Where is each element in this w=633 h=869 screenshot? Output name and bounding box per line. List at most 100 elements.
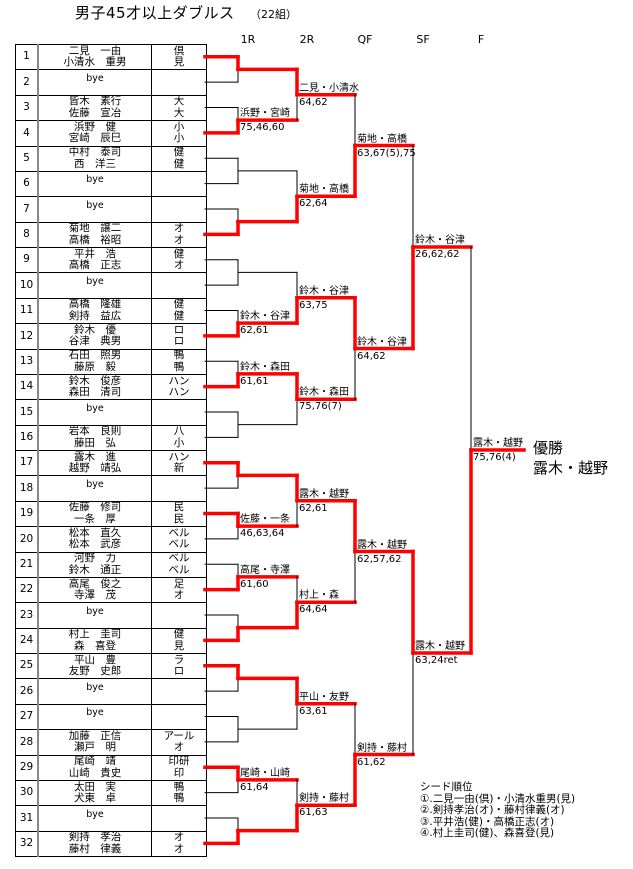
club-name: 大 [173, 95, 185, 108]
match-score-2r: 62,61 [299, 502, 328, 514]
match-score-qf: 61,62 [357, 756, 386, 768]
player-name: 一条 厚 [74, 512, 116, 525]
entry-players: bye [37, 170, 152, 198]
player-name: 藤村 律義 [68, 842, 122, 855]
club-name: 見 [173, 56, 185, 69]
club-name: 八 [173, 425, 185, 438]
winner-name-2r: 鈴木・森田 [299, 387, 349, 399]
club-name: ラ [173, 653, 185, 666]
player-name: 山崎 貴史 [68, 766, 122, 779]
bye-label: bye [86, 275, 104, 287]
match-score-2r: 63,75 [299, 299, 328, 311]
club-name: オ [173, 741, 185, 754]
bye-label: bye [86, 707, 104, 719]
champion-box: 優勝 露木・越野 [533, 438, 608, 478]
bye-label: bye [86, 605, 104, 617]
club-name: 鴨 [173, 780, 185, 793]
entry-players: 村上 圭司森 喜登 [37, 627, 152, 655]
club-name: 鴨 [173, 349, 185, 362]
winner-name-qf: 鈴木・谷津 [357, 336, 407, 348]
entry-players: 鈴木 俊彦森田 清司 [37, 373, 152, 401]
club-name: 印 [173, 766, 185, 779]
entry-number: 20 [15, 526, 39, 553]
round-label-f: F [477, 33, 485, 46]
club-name: 民 [173, 501, 185, 514]
club-name: 小 [173, 436, 185, 449]
player-name: 二見 一由 [68, 44, 122, 57]
entry-players: bye [37, 678, 152, 705]
champion-title: 優勝 [533, 439, 564, 457]
bye-label: bye [86, 174, 104, 186]
entry-clubs [151, 703, 207, 731]
player-name: 中村 泰司 [68, 146, 122, 159]
entry-clubs [151, 170, 207, 198]
player-name: 加藤 正信 [68, 729, 122, 742]
winner-name-1r: 鈴木・森田 [240, 361, 290, 373]
entry-number: 21 [15, 551, 39, 578]
seed-item: ②.剣持孝治(オ)・藤村律義(オ) [420, 804, 565, 816]
bye-label: bye [86, 199, 104, 211]
club-name: 健 [173, 146, 185, 159]
match-score-2r: 63,61 [299, 705, 328, 717]
club-name: ベル [168, 552, 190, 565]
player-name: 西 洋三 [74, 157, 116, 170]
player-name: 浜野 健 [74, 120, 116, 133]
player-name: 鈴木 俊彦 [68, 374, 122, 387]
entry-players: 剣持 孝治藤村 律義 [37, 830, 152, 858]
player-name: 石田 照男 [68, 349, 122, 362]
entry-clubs: アールオ [151, 729, 207, 756]
winner-name-qf: 菊地・高橋 [357, 133, 407, 145]
entry-clubs: ハン新 [151, 449, 207, 477]
match-score-2r: 62,64 [299, 198, 328, 210]
entry-clubs: 鴨鴨 [151, 779, 207, 807]
entry-players: 尾崎 靖山崎 貴史 [37, 754, 152, 781]
group-count: （22組） [250, 8, 297, 21]
entry-players: bye [37, 69, 152, 96]
club-name: ロ [173, 665, 185, 678]
player-name: 高尾 俊之 [68, 577, 122, 590]
match-score-1r: 46,63,64 [240, 528, 285, 540]
club-name: ロ [173, 323, 185, 336]
bye-label: bye [86, 402, 104, 414]
player-name: 越野 靖弘 [68, 462, 122, 475]
player-name: 寺澤 茂 [74, 589, 116, 602]
player-name: 森 喜登 [74, 639, 116, 652]
winner-name-1r: 浜野・宮崎 [240, 108, 290, 120]
club-name: 小 [173, 132, 185, 145]
round-label-2r: 2R [299, 33, 315, 46]
match-score-1r: 75,46,60 [240, 122, 285, 134]
player-name: 岩本 良則 [68, 425, 122, 438]
match-score-sf: 63,24ret [415, 655, 458, 666]
club-name: 健 [173, 298, 185, 311]
match-score-qf: 63,67(5),75 [357, 147, 416, 159]
entry-players: bye [37, 196, 152, 223]
club-name: 健 [173, 157, 185, 170]
match-score-sf: 26,62,62 [415, 249, 460, 260]
player-name: 藤原 毅 [74, 360, 116, 373]
player-name: 河野 力 [74, 552, 116, 565]
club-name: 見 [173, 639, 185, 652]
match-score-2r: 64,62 [299, 96, 328, 108]
winner-name-2r: 剣持・藤村 [299, 793, 349, 805]
player-name: 佐藤 修司 [68, 501, 122, 514]
club-name: 印研 [168, 755, 190, 768]
seed-item: ①.二見一由(倶)・小清水重男(見) [420, 792, 576, 805]
club-name: オ [173, 233, 185, 246]
club-name: オ [173, 831, 185, 844]
club-name: ハン [168, 450, 190, 463]
match-score-2r: 61,63 [299, 807, 328, 819]
entry-players: 浜野 健宮崎 辰巳 [37, 120, 152, 147]
player-name: 高橋 正志 [68, 259, 122, 272]
player-name: 犬東 卓 [74, 792, 116, 805]
club-name: ベル [168, 563, 190, 576]
club-name: 鴨 [173, 792, 185, 805]
